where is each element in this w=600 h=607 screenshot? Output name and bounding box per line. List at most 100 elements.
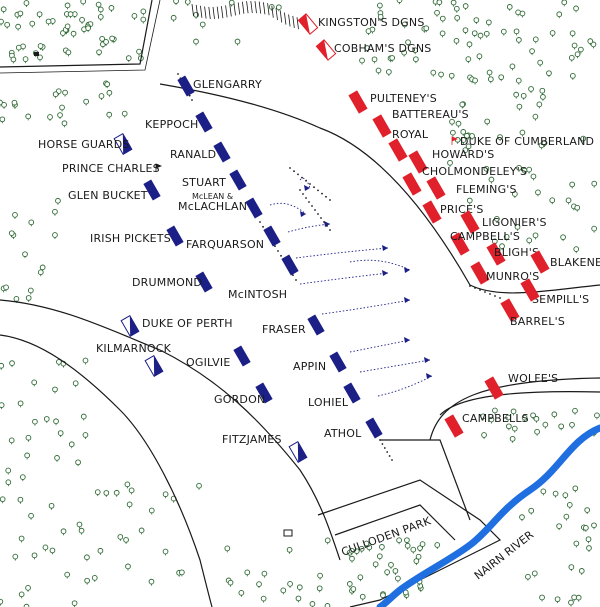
- tree-icon: [117, 534, 124, 541]
- jacobite-unit-drummond: [195, 271, 213, 293]
- tree-icon: [371, 56, 378, 64]
- jacobite-unit-mclachlan: [245, 197, 263, 219]
- tree-icon: [541, 140, 548, 148]
- tree-icon: [377, 13, 384, 21]
- tree-icon: [359, 593, 366, 601]
- government-unit-wolfe-s: [484, 376, 504, 400]
- hatch-mark: [296, 17, 299, 30]
- tree-icon: [404, 537, 410, 545]
- tree-icon: [53, 418, 59, 426]
- tree-icon: [4, 21, 10, 29]
- tree-icon: [324, 603, 331, 607]
- advance-arrow: [269, 202, 307, 217]
- tree-icon: [462, 147, 469, 155]
- tree-icon: [48, 502, 55, 510]
- tree-icon: [401, 49, 407, 57]
- tree-icon: [575, 594, 582, 602]
- jacobite-unit-ranald-label: RANALD: [170, 148, 216, 161]
- tree-icon: [571, 42, 578, 50]
- troop-dot: [499, 297, 501, 299]
- tree-icon: [60, 528, 67, 536]
- tree-icon: [466, 197, 473, 205]
- tree-icon: [82, 432, 89, 439]
- tree-icon: [558, 423, 565, 431]
- government-unit-battereau-s-label: BATTEREAU'S: [392, 108, 469, 121]
- north-wall: [159, 83, 600, 294]
- tree-icon: [17, 496, 24, 504]
- tree-icon: [324, 537, 331, 545]
- troop-dot: [311, 205, 313, 207]
- tree-icon: [413, 558, 420, 566]
- tree-icon: [79, 16, 85, 24]
- government-cavalry-cobham-s-dgns-label: COBHAM'S DGNS: [334, 42, 431, 55]
- government-unit-fleming-s: [426, 176, 446, 200]
- tree-icon: [485, 19, 492, 27]
- tree-icon: [401, 21, 408, 29]
- tree-icon: [67, 11, 74, 19]
- tree-icon: [275, 4, 282, 12]
- tree-icon: [509, 435, 516, 443]
- tree-icon: [569, 30, 576, 38]
- tree-icon: [68, 441, 75, 449]
- tree-icon: [473, 17, 480, 25]
- tree-icon: [568, 564, 575, 572]
- government-unit-barrel-s-label: BARREL'S: [510, 315, 565, 328]
- nairn-river: [376, 424, 600, 607]
- tree-icon: [556, 523, 562, 531]
- tree-icon: [526, 237, 533, 245]
- tree-icon: [18, 591, 25, 599]
- tree-icon: [580, 135, 587, 143]
- tree-icon: [24, 452, 30, 460]
- troop-dot: [305, 197, 307, 199]
- tree-icon: [138, 527, 145, 535]
- tree-icon: [574, 51, 581, 59]
- tree-icon: [84, 577, 90, 585]
- tree-icon: [62, 89, 68, 97]
- troop-dot: [280, 254, 282, 257]
- government-unit-cholmondeley-s-label: CHOLMONDELEY'S: [422, 165, 527, 178]
- cumberland-flag-icon: [451, 136, 459, 145]
- jacobite-unit-ogilvie: [233, 345, 251, 367]
- jacobite-unit-farquarson-label: FARQUARSON: [186, 238, 264, 251]
- tree-icon: [533, 415, 540, 423]
- advance-arrow: [299, 177, 311, 191]
- tree-icon: [513, 91, 520, 99]
- tree-icon: [71, 600, 78, 607]
- jacobite-unit-mclachlan-label: McLACHLAN: [178, 200, 247, 213]
- tree-icon: [5, 479, 12, 487]
- tree-icon: [64, 2, 71, 10]
- troop-dot: [325, 195, 327, 198]
- tree-icon: [384, 569, 390, 577]
- government-unit-ligonier-s: [460, 210, 480, 234]
- tree-icon: [551, 411, 558, 419]
- tree-icon: [80, 413, 87, 421]
- troop-dot: [317, 189, 319, 192]
- tree-icon: [97, 6, 104, 14]
- tree-icon: [228, 0, 235, 7]
- tree-icon: [492, 407, 498, 415]
- tree-icon: [573, 540, 580, 548]
- jacobite-unit-mclachlan-label-top: McLEAN &: [192, 192, 233, 201]
- tree-icon: [471, 30, 478, 38]
- tree-icon: [484, 118, 491, 126]
- tree-icon: [162, 491, 169, 499]
- troop-dot: [321, 192, 323, 195]
- troop-dot: [386, 451, 389, 453]
- jacobite-army: GLENGARRYKEPPOCHRANALDSTUARTMcLACHLANMcL…: [68, 75, 383, 440]
- tree-icon: [434, 542, 441, 549]
- tree-icon: [8, 437, 15, 445]
- tree-icon: [585, 536, 592, 544]
- tree-icon: [549, 197, 556, 205]
- tree-icon: [366, 544, 373, 552]
- cottage-icon: [283, 529, 293, 537]
- jacobite-unit-appin-label: APPIN: [293, 360, 326, 373]
- tree-icon: [472, 77, 478, 85]
- jacobite-unit-lohiel: [343, 382, 361, 404]
- park-inner: [334, 504, 456, 541]
- troop-dot: [323, 221, 325, 223]
- tree-icon: [95, 1, 102, 9]
- tree-icon: [234, 38, 241, 46]
- tree-icon: [0, 402, 5, 410]
- government-unit-battereau-s: [372, 114, 392, 138]
